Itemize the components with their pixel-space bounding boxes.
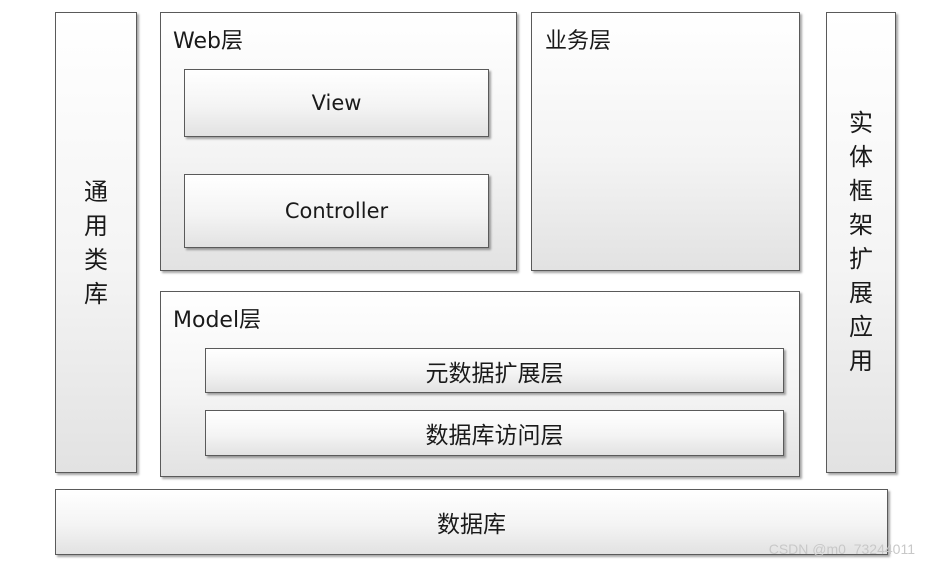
controller-box: Controller [184, 174, 489, 248]
watermark: CSDN @m0_73244011 [768, 541, 915, 557]
entity-framework-char: 架 [849, 211, 873, 239]
model-layer-title: Model层 [173, 308, 262, 333]
database-box: 数据库 [55, 489, 888, 555]
business-layer-title: 业务层 [545, 29, 612, 54]
controller-label: Controller [284, 199, 389, 223]
view-label: View [311, 91, 362, 115]
data-access-box: 数据库访问层 [205, 410, 784, 456]
entity-framework-char: 应 [849, 313, 873, 341]
entity-framework-char: 扩 [849, 245, 873, 273]
entity-framework-char: 框 [849, 177, 873, 205]
data-access-label: 数据库访问层 [425, 423, 564, 449]
entity-framework-char: 用 [849, 347, 873, 375]
business-layer-box: 业务层 [531, 12, 800, 271]
entity-framework-label: 实 体 框 架 扩 展 应 用 [827, 106, 895, 378]
entity-framework-char: 实 [849, 109, 873, 137]
common-library-box: 通 用 类 库 [55, 12, 137, 473]
common-library-char: 库 [84, 280, 108, 308]
common-library-char: 类 [84, 246, 108, 274]
entity-framework-box: 实 体 框 架 扩 展 应 用 [826, 12, 896, 473]
common-library-label: 通 用 类 库 [56, 175, 136, 311]
common-library-char: 通 [84, 178, 108, 206]
entity-framework-char: 展 [849, 279, 873, 307]
model-layer-box: Model层 元数据扩展层 数据库访问层 [160, 291, 800, 477]
view-box: View [184, 69, 489, 137]
web-layer-title: Web层 [173, 29, 243, 54]
metadata-extension-box: 元数据扩展层 [205, 348, 784, 393]
web-layer-box: Web层 View Controller [160, 12, 517, 271]
metadata-extension-label: 元数据扩展层 [425, 360, 564, 387]
common-library-char: 用 [84, 212, 108, 240]
database-label: 数据库 [437, 512, 506, 538]
entity-framework-char: 体 [849, 143, 873, 171]
